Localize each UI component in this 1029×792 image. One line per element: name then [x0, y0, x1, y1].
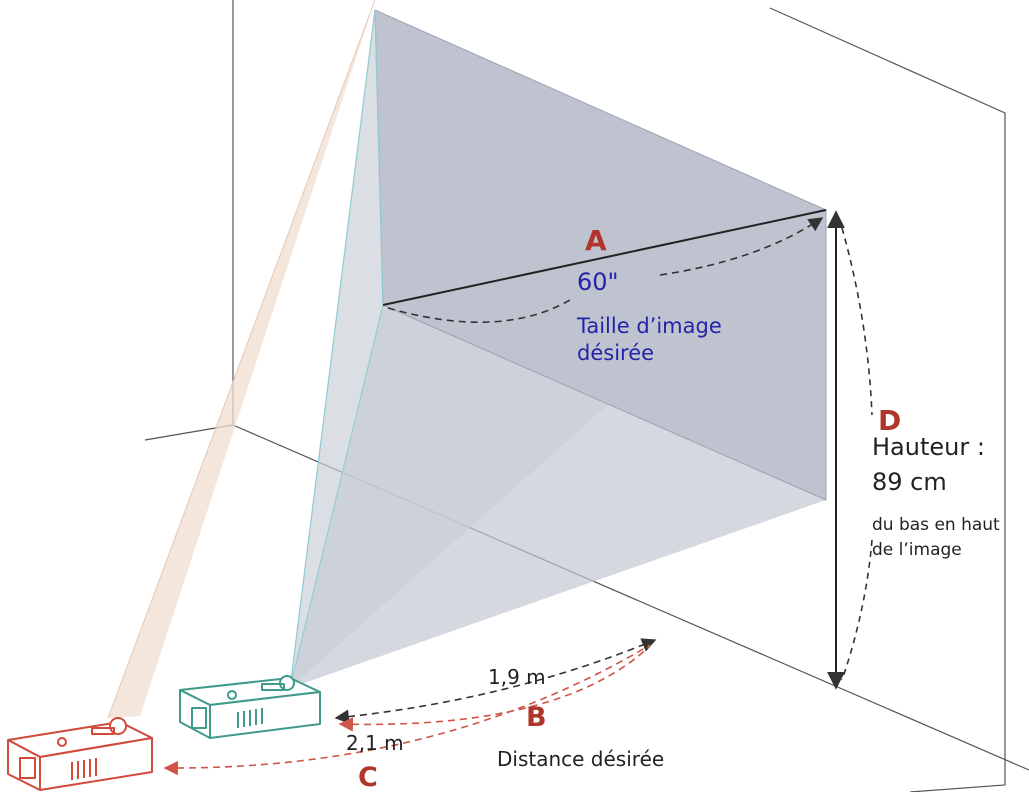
height-value: 89 cm: [872, 468, 947, 496]
height-note-line2: de l’image: [872, 540, 962, 560]
image-size-line2: désirée: [577, 341, 654, 365]
label-a-letter: A: [585, 224, 607, 257]
far-beam-edge: [107, 0, 376, 719]
near-projector: [179, 675, 321, 739]
distance-c-value: 2,1 m: [346, 731, 404, 755]
screen-diagonal-line: [382, 209, 827, 306]
distance-b-dark-arrow: [334, 638, 657, 724]
far-projector: [7, 717, 153, 791]
diagonal-value: 60": [577, 268, 619, 296]
right-wall-outline: [769, 7, 1006, 792]
beam-lower-face: [290, 305, 826, 688]
distance-c-red-arrow: [163, 644, 651, 776]
label-c-letter: C: [358, 762, 378, 792]
beam-edge-left: [289, 9, 376, 689]
beam-edge-bottom: [289, 304, 384, 689]
image-size-line1: Taille d’image: [576, 314, 722, 338]
height-note-line1: du bas en haut: [872, 515, 1000, 535]
label-d-letter: D: [878, 404, 901, 437]
height-title: Hauteur :: [872, 433, 985, 461]
screen-left-edge: [374, 9, 384, 306]
diagonal-dashed-arc: [387, 299, 571, 324]
distance-b-red-arrow: [338, 645, 651, 732]
height-dashed-arc-upper: [841, 227, 873, 416]
distance-caption: Distance désirée: [497, 747, 664, 771]
height-dashed-arc-lower: [841, 539, 873, 681]
distance-b-value: 1,9 m: [488, 665, 546, 689]
label-b-letter: B: [526, 702, 547, 733]
